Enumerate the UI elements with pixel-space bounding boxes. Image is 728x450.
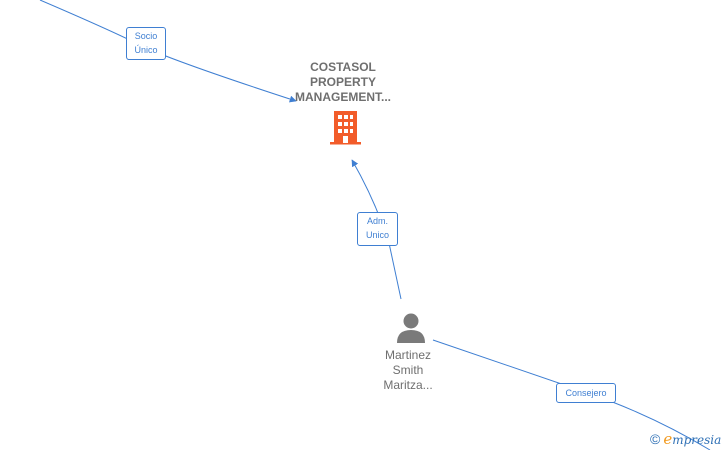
company-name-line: MANAGEMENT... (295, 90, 391, 104)
company-name-line: PROPERTY (309, 75, 376, 89)
copyright-symbol: © (650, 431, 661, 447)
person-name-line: Smith (392, 363, 424, 377)
empresia-watermark: ©empresia (650, 430, 721, 448)
edge-label-adm-unico[interactable]: Adm. Unico (357, 212, 398, 246)
edge-label-line: Consejero (565, 388, 607, 398)
edge-label-line: Único (134, 45, 158, 55)
company-name[interactable]: COSTASOL PROPERTY MANAGEMENT... (283, 60, 403, 105)
edge-label-line: Unico (365, 230, 389, 240)
edge-label-socio-unico[interactable]: Socio Único (126, 27, 166, 60)
edge-label-line: Adm. (366, 216, 388, 226)
person-name[interactable]: Martinez Smith Maritza... (362, 348, 454, 393)
person-name-line: Maritza... (383, 378, 433, 392)
person-name-line: Martinez (384, 348, 431, 362)
brand-logo-text: mpresia (672, 433, 722, 447)
brand-logo-e: e (663, 430, 673, 448)
building-icon[interactable] (330, 111, 361, 145)
company-name-line: COSTASOL (310, 60, 376, 74)
person-icon[interactable] (397, 313, 425, 344)
edge-socio-unico (39, 0, 297, 103)
edge-label-consejero[interactable]: Consejero (556, 383, 616, 403)
edge-label-line: Socio (134, 31, 158, 41)
